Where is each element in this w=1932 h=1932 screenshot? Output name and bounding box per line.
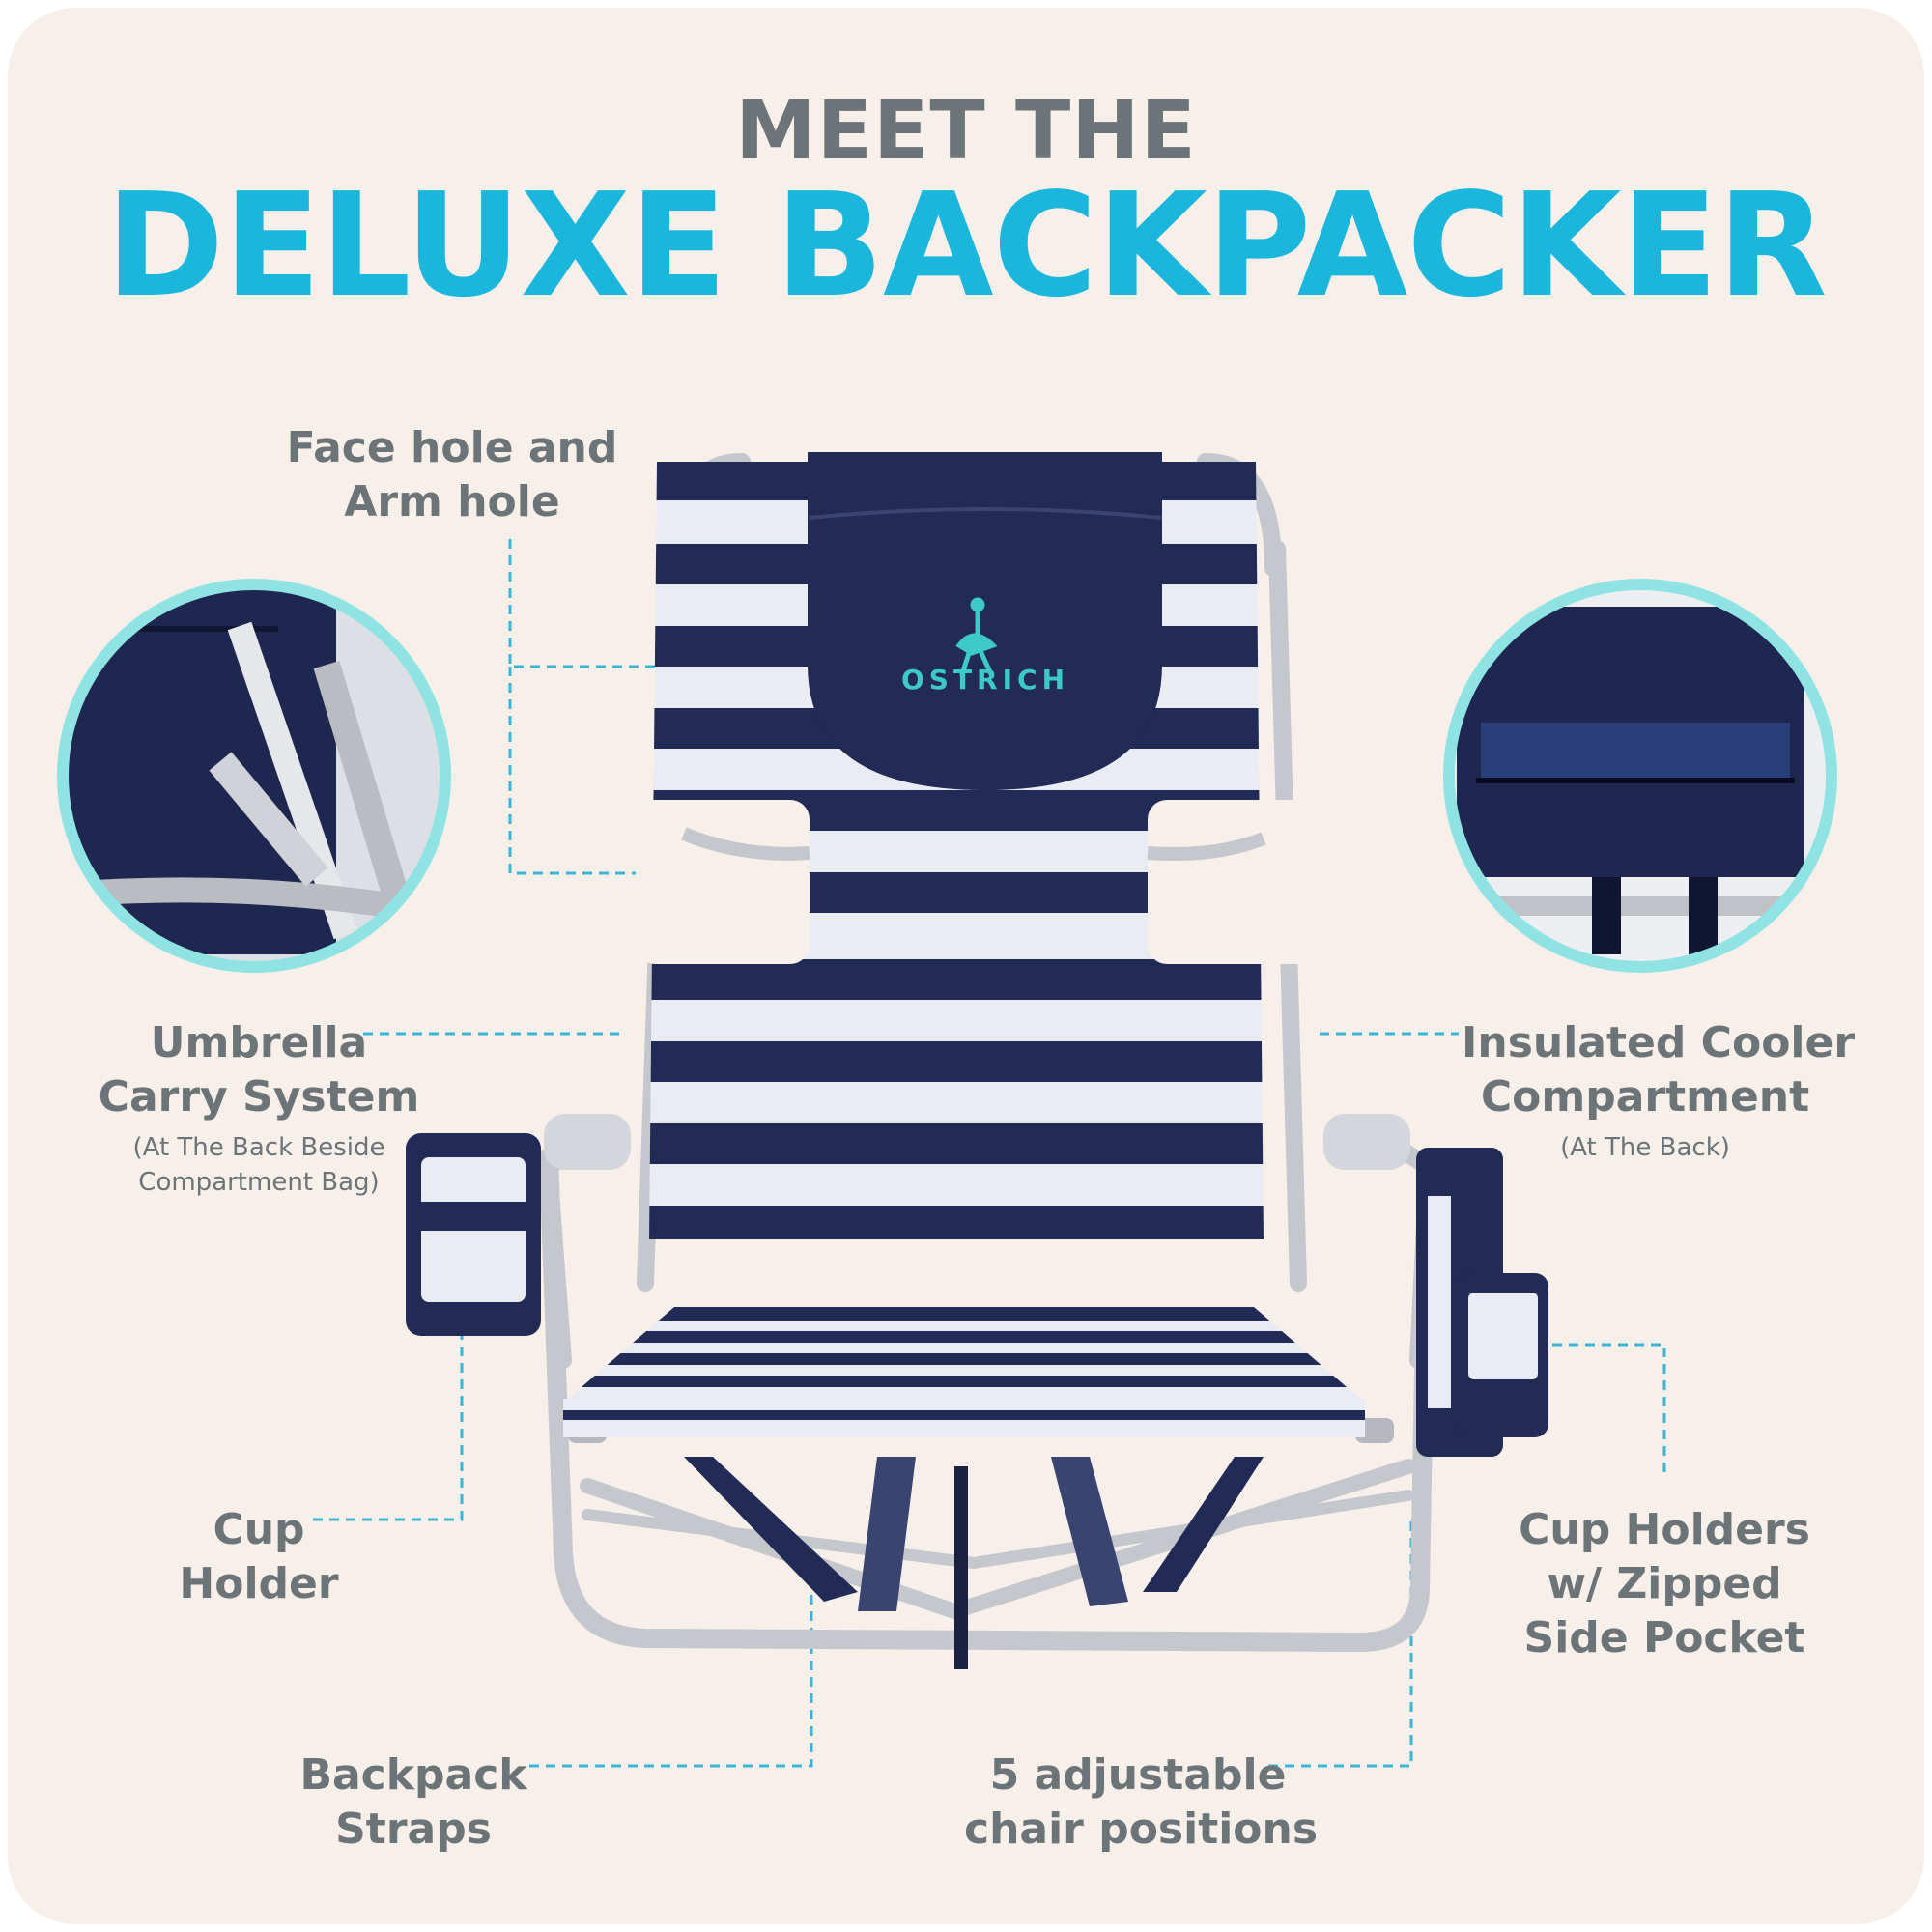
product-infographic: MEET THE DELUXE BACKPACKER	[8, 8, 1924, 1924]
label-cup-holders-pocket: Cup Holders w/ Zipped Side Pocket	[1519, 1505, 1810, 1662]
ostrich-icon	[955, 597, 998, 677]
left-armrest	[544, 1114, 631, 1170]
heading-meet-the: MEET THE	[735, 83, 1197, 178]
chair-illustration: OSTRICH	[57, 452, 1837, 1768]
left-arm-hole	[636, 800, 810, 964]
leader-lines	[313, 539, 1666, 1768]
seat	[568, 1307, 1360, 1399]
backpack-straps	[684, 1457, 1264, 1611]
sub-umbrella: (At The Back Beside Compartment Bag)	[132, 1133, 385, 1197]
right-armrest	[1323, 1114, 1410, 1170]
umbrella-detail-circle	[57, 579, 451, 973]
leader-backpack	[529, 1592, 813, 1768]
label-chair-positions: 5 adjustable chair positions	[964, 1750, 1319, 1854]
brand-logo-text: OSTRICH	[901, 664, 1069, 696]
cooler-detail-circle	[1443, 579, 1837, 973]
heading-product-name: DELUXE BACKPACKER	[105, 162, 1827, 328]
leader-cup-holder	[313, 1314, 464, 1521]
left-cup-holder-sleeve	[406, 1133, 541, 1336]
leader-cup-pocket	[1520, 1343, 1666, 1478]
label-cup-holder: Cup Holder	[179, 1505, 339, 1608]
label-backpack-straps: Backpack Straps	[299, 1750, 527, 1854]
leader-arm-hole	[508, 667, 708, 875]
label-umbrella: Umbrella Carry System	[98, 1018, 420, 1122]
right-arm-hole-bar	[1147, 832, 1266, 861]
right-zipped-side-pocket	[1416, 1148, 1548, 1457]
center-support	[954, 1466, 968, 1669]
label-face-hole: Face hole and Arm hole	[286, 423, 618, 526]
right-arm-hole	[1148, 800, 1321, 964]
label-cooler: Insulated Cooler Compartment	[1462, 1018, 1856, 1122]
sub-cooler: (At The Back)	[1560, 1133, 1730, 1162]
left-arm-hole-bar	[681, 827, 810, 861]
headrest-pillow	[808, 452, 1162, 790]
leader-face-hole	[508, 539, 882, 668]
